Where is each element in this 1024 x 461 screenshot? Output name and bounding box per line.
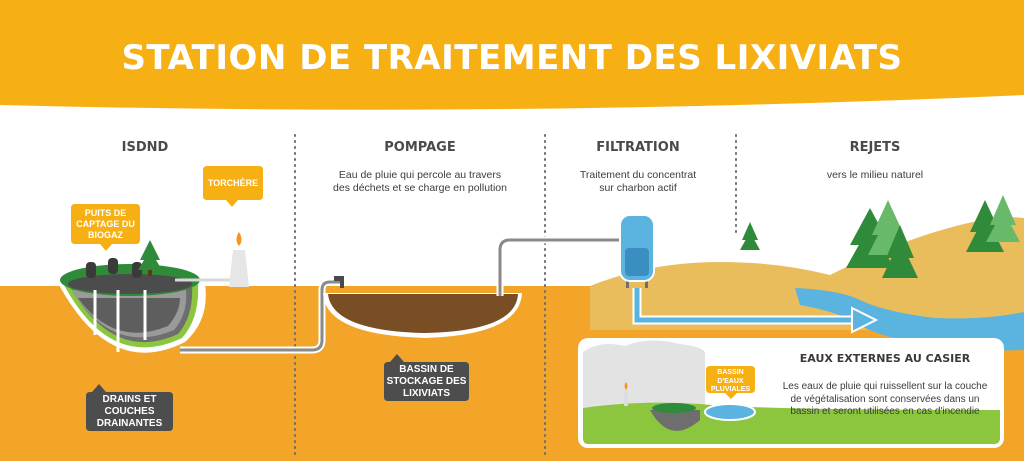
page-title: STATION DE TRAITEMENT DES LIXIVIATS [121,38,903,78]
pluvial-callout-bg [706,366,755,399]
stage-desc-rejets: vers le milieu naturel [826,169,924,181]
torch-callout-bg [203,166,263,207]
drains-callout-bg [86,384,173,431]
external-water-text: Les eaux de pluie qui ruissellent sur la… [782,381,988,417]
drains-label: DRAINS ET COUCHES DRAINANTES [96,394,163,429]
faucet [334,276,344,288]
biogas-wells [86,258,142,278]
drains [93,290,147,352]
title-banner [0,0,1024,110]
stage-title-rejets: REJETS [849,140,901,155]
wells-callout-bg [71,204,140,251]
outflow-pipe [634,288,860,323]
stage-title-isdnd: ISDND [121,140,169,155]
stage-desc-pompage: Eau de pluie qui percole au travers des … [333,169,507,194]
leachate-basin [323,293,522,338]
inset-scene [578,338,1004,448]
basin-callout-bg [384,354,469,401]
pipe-to-filter [498,238,622,296]
leachate-basin-label: BASSIN DE STOCKAGE DES LIXIVIATS [386,364,467,399]
forest [740,195,1020,278]
stage-title-pompage: POMPAGE [384,140,456,155]
outflow-arrow [851,306,879,334]
torch-label: TORCHÈRE [207,178,259,188]
stage-title-filtration: FILTRATION [596,140,680,155]
carbon-filter [619,214,655,288]
biogas-wells-label: PUITS DE CAPTAGE DU BIOGAZ [76,208,135,240]
column-dividers [294,134,737,456]
external-water-title: EAUX EXTERNES AU CASIER [799,352,971,365]
torch [175,232,249,287]
landfill-tree [138,240,162,276]
river [795,288,1024,351]
hill [590,217,1024,330]
pluvial-basin-label: BASSIN D'EAUX PLUVIALES [710,369,751,393]
stage-desc-filtration: Traitement du concentrat sur charbon act… [579,169,697,194]
pipe-to-basin [180,280,340,352]
